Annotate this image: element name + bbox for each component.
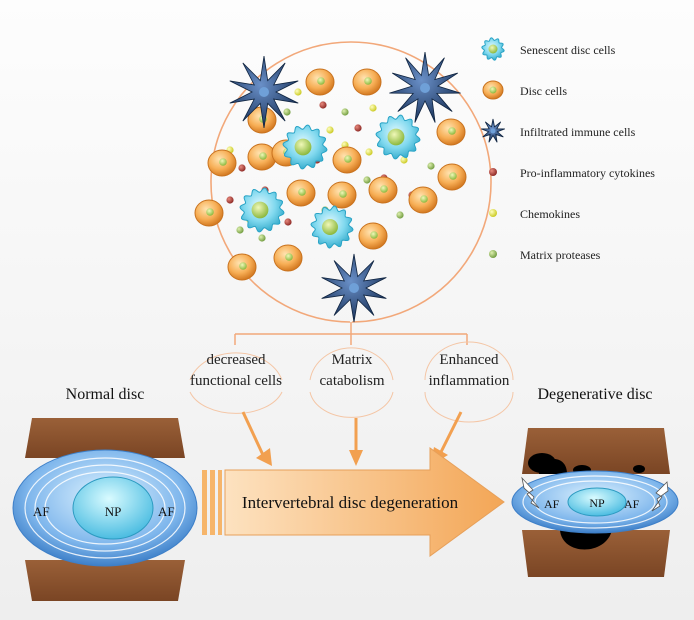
chemokine-dot xyxy=(294,88,302,96)
lower-vertebra xyxy=(522,530,670,577)
legend-label-cytokines: Pro-inflammatory cytokines xyxy=(520,166,655,180)
protease-dot xyxy=(341,108,349,116)
immune-cell-icon xyxy=(481,118,505,143)
effect-matrix-catabolism: Matrix catabolism xyxy=(309,347,394,418)
main-arrow-label: Intervertebral disc degeneration xyxy=(242,493,459,512)
upper-vertebra xyxy=(25,418,185,458)
protease-dot xyxy=(396,211,404,219)
protease-dot xyxy=(283,108,291,116)
legend-label-immune: Infiltrated immune cells xyxy=(520,125,636,139)
legend: Senescent disc cells Disc cells Infiltra… xyxy=(481,37,655,262)
disc-cell xyxy=(247,143,277,171)
effect-enhanced-inflammation: Enhanced inflammation xyxy=(424,341,514,423)
immune-cell xyxy=(389,51,461,123)
disc-cell-icon xyxy=(482,80,504,100)
effects-bracket xyxy=(234,322,468,345)
immune-cell xyxy=(321,253,387,323)
normal-disc: Normal disc AF NP AF xyxy=(12,386,198,601)
normal-disc-title: Normal disc xyxy=(66,386,145,403)
cell-cluster xyxy=(194,51,467,323)
protease-dot xyxy=(427,162,435,170)
effect-line-1: Matrix xyxy=(332,352,373,368)
senescent-cell xyxy=(282,124,328,170)
effect-arrows xyxy=(241,411,463,466)
disc-cell xyxy=(358,222,388,250)
arrow-from-decreased xyxy=(241,411,265,456)
cytokine-dot xyxy=(226,196,234,204)
disc-cell xyxy=(227,253,257,281)
disc-cell xyxy=(408,186,438,214)
effect-line-1: decreased xyxy=(206,352,266,368)
legend-label-senescent: Senescent disc cells xyxy=(520,43,616,57)
nucleus-pulposus xyxy=(567,487,627,517)
cytokine-dot xyxy=(319,101,327,109)
degenerative-disc-title: Degenerative disc xyxy=(537,386,652,403)
cytokine-dot xyxy=(284,218,292,226)
disc-cell xyxy=(286,179,316,207)
lightning-icon xyxy=(521,476,540,509)
legend-label-proteases: Matrix proteases xyxy=(520,248,601,262)
disc-cell xyxy=(273,244,303,272)
disc-cell xyxy=(437,163,467,191)
protease-dot xyxy=(258,234,266,242)
senescent-cell-icon xyxy=(481,37,505,61)
main-arrow: Intervertebral disc degeneration xyxy=(202,447,505,557)
chemokine-dot-icon xyxy=(489,209,497,217)
disc-cell xyxy=(305,68,335,96)
chemokine-dot xyxy=(326,126,334,134)
np-label: NP xyxy=(105,504,122,519)
nucleus-pulposus xyxy=(72,476,154,540)
af-right-label: AF xyxy=(158,504,175,519)
degenerative-disc: Degenerative disc AF NP AF xyxy=(511,386,679,577)
disc-cell xyxy=(352,68,382,96)
af-right-label: AF xyxy=(624,497,640,511)
effect-line-2: catabolism xyxy=(320,373,385,389)
disc-cell xyxy=(194,199,224,227)
cytokine-dot-icon xyxy=(489,168,497,176)
legend-label-disc-cells: Disc cells xyxy=(520,84,567,98)
protease-dot xyxy=(236,226,244,234)
protease-dot xyxy=(363,176,371,184)
disc-cell xyxy=(327,181,357,209)
effect-line-1: Enhanced xyxy=(439,352,499,368)
arrow-from-inflammation xyxy=(439,411,463,453)
lower-vertebra xyxy=(25,560,185,601)
effect-line-2: functional cells xyxy=(190,373,282,389)
senescent-cell xyxy=(310,205,354,249)
disc-cell xyxy=(436,118,466,146)
chemokine-dot xyxy=(369,104,377,112)
disc-cell xyxy=(207,149,237,177)
senescent-cell xyxy=(239,187,285,233)
legend-label-chemokines: Chemokines xyxy=(520,207,580,221)
chemokine-dot xyxy=(400,156,408,164)
af-left-label: AF xyxy=(33,504,50,519)
af-left-label: AF xyxy=(544,497,560,511)
effect-line-2: inflammation xyxy=(429,373,510,389)
disc-cell xyxy=(332,146,362,174)
immune-cell xyxy=(229,55,299,129)
np-label: NP xyxy=(589,496,605,510)
cytokine-dot xyxy=(238,164,246,172)
protease-dot-icon xyxy=(489,250,497,258)
effect-decreased-cells: decreased functional cells xyxy=(189,352,283,414)
disc-cell xyxy=(368,176,398,204)
lightning-icon xyxy=(651,481,669,512)
cytokine-dot xyxy=(354,124,362,132)
senescent-cell xyxy=(375,114,421,160)
chemokine-dot xyxy=(365,148,373,156)
